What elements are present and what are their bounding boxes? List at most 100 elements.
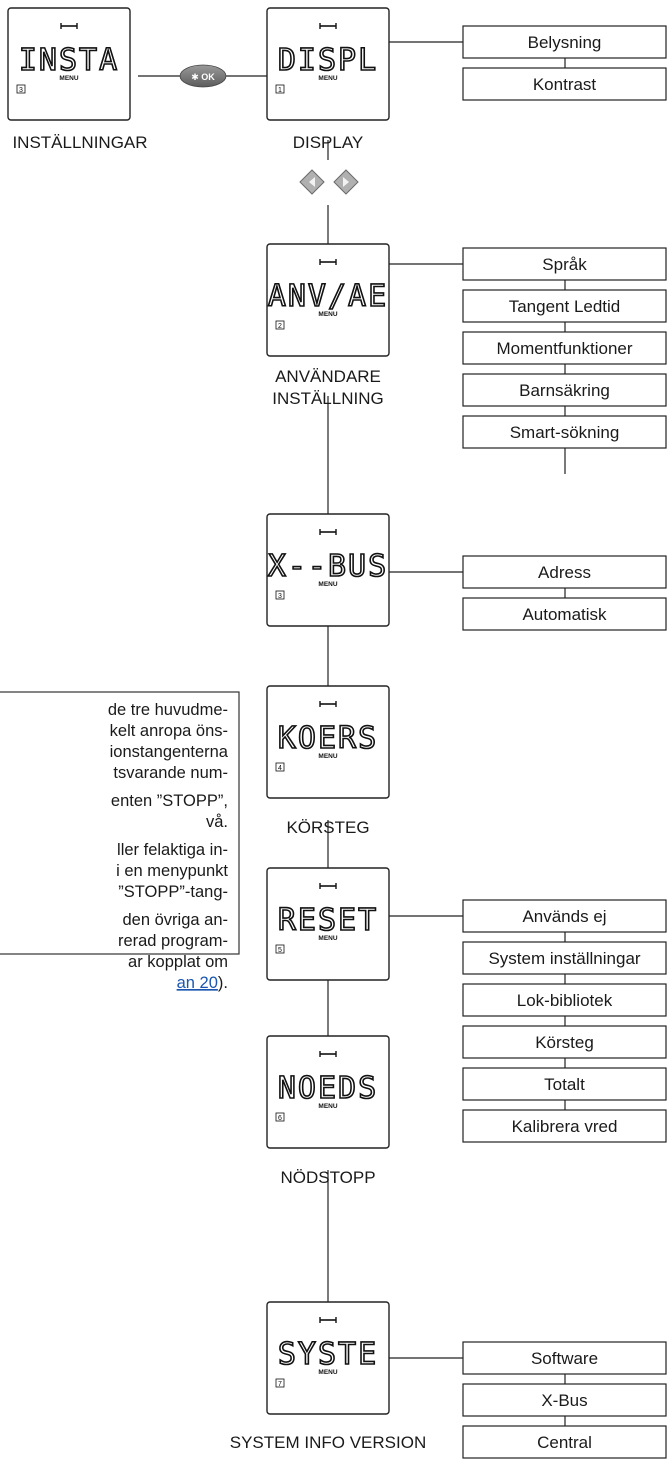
submenu-item-reset[interactable]: Kalibrera vred — [462, 1109, 667, 1143]
submenu-item-reset[interactable]: Totalt — [462, 1067, 667, 1101]
screen-number: 4 — [275, 762, 285, 772]
note-link-line: an 20). — [177, 974, 228, 992]
note-line: ller felaktiga in- — [117, 841, 228, 859]
wrench-icon — [60, 23, 78, 29]
screen-number-text: 1 — [278, 87, 282, 94]
note-line: de tre huvudme- — [108, 701, 228, 719]
lcd-text: KOERS — [278, 721, 378, 756]
menu-label: MENU — [318, 311, 337, 318]
submenu-item-label: Körsteg — [535, 1033, 594, 1052]
note-text: de tre huvudme-kelt anropa öns-ionstange… — [108, 701, 229, 992]
screen-number-text: 3 — [19, 87, 23, 94]
wrench-icon — [319, 529, 337, 535]
submenu-item-xbus[interactable]: Adress — [462, 555, 667, 589]
submenu-item-label: Kalibrera vred — [512, 1117, 618, 1136]
note-line: den övriga an- — [123, 911, 229, 929]
screen-number-text: 6 — [278, 1115, 282, 1122]
screen-label: ANVÄNDARE — [275, 367, 381, 386]
screen-number: 7 — [275, 1378, 285, 1388]
submenu-item-label: Belysning — [528, 33, 602, 52]
wrench-icon — [319, 1317, 337, 1323]
note-line: ar kopplat om — [128, 953, 228, 971]
submenu-item-syste[interactable]: Central — [462, 1425, 667, 1459]
note-line: rerad program- — [118, 932, 228, 950]
submenu-item-label: Adress — [538, 563, 591, 582]
lcd-text: INSTA — [19, 43, 119, 78]
menu-label: MENU — [59, 75, 78, 82]
screen-number-text: 4 — [278, 765, 282, 772]
note-link[interactable]: an 20 — [177, 974, 218, 992]
screens-layer: INSTAMENU3INSTÄLLNINGARDISPLMENU1DISPLAY… — [7, 7, 426, 1452]
submenu-item-syste[interactable]: X-Bus — [462, 1383, 667, 1417]
submenu-item-label: Software — [531, 1349, 598, 1368]
submenu-item-anvae[interactable]: Barnsäkring — [462, 373, 667, 407]
ok-button[interactable]: ✱ OK — [179, 64, 227, 88]
note-line: ”STOPP”-tang- — [118, 883, 228, 901]
submenu-item-label: Lok-bibliotek — [517, 991, 613, 1010]
submenu-item-xbus[interactable]: Automatisk — [462, 597, 667, 631]
lcd-text: RESET — [278, 903, 378, 938]
submenu-item-reset[interactable]: Körsteg — [462, 1025, 667, 1059]
note-line: vå. — [206, 813, 228, 831]
screen-number: 3 — [275, 590, 285, 600]
ok-button-label: ✱ OK — [191, 72, 215, 82]
screen-label: KÖRSTEG — [286, 818, 369, 837]
screen-number: 2 — [275, 320, 285, 330]
menu-label: MENU — [318, 75, 337, 82]
lcd-text: ANV/AE — [268, 279, 388, 314]
submenu-item-reset[interactable]: Används ej — [462, 899, 667, 933]
screen-number: 6 — [275, 1112, 285, 1122]
screen-number-text: 7 — [278, 1381, 282, 1388]
arrow-left-icon[interactable] — [299, 169, 325, 195]
note-line: kelt anropa öns- — [110, 722, 228, 740]
arrow-right-icon[interactable] — [333, 169, 359, 195]
screen-number-text: 3 — [278, 593, 282, 600]
wrench-icon — [319, 259, 337, 265]
screen-number: 5 — [275, 944, 285, 954]
submenu-item-label: Språk — [542, 255, 587, 274]
wrench-icon — [319, 701, 337, 707]
screen-label: INSTÄLLNING — [272, 389, 383, 408]
wrench-icon — [319, 23, 337, 29]
menu-label: MENU — [318, 935, 337, 942]
lcd-text: DISPL — [278, 43, 378, 78]
menu-label: MENU — [318, 1369, 337, 1376]
submenu-item-reset[interactable]: Lok-bibliotek — [462, 983, 667, 1017]
submenu-item-label: X-Bus — [541, 1391, 587, 1410]
screen-label: NÖDSTOPP — [280, 1168, 375, 1187]
submenu-item-label: Tangent Ledtid — [509, 297, 621, 316]
submenu-item-label: Smart-sökning — [510, 423, 620, 442]
note-line: tsvarande num- — [113, 764, 228, 782]
submenu-item-displ[interactable]: Kontrast — [462, 67, 667, 101]
note-line: ionstangenterna — [110, 743, 229, 761]
submenu-item-syste[interactable]: Software — [462, 1341, 667, 1375]
note-line: i en menypunkt — [116, 862, 228, 880]
menu-label: MENU — [318, 753, 337, 760]
lcd-text: NOEDS — [278, 1071, 378, 1106]
submenu-item-anvae[interactable]: Tangent Ledtid — [462, 289, 667, 323]
submenu-item-label: Kontrast — [533, 75, 597, 94]
menu-label: MENU — [318, 581, 337, 588]
note-link-suffix: ). — [218, 974, 228, 992]
submenu-item-reset[interactable]: System inställningar — [462, 941, 667, 975]
wrench-icon — [319, 883, 337, 889]
submenu-item-displ[interactable]: Belysning — [462, 25, 667, 59]
submenu-item-anvae[interactable]: Smart-sökning — [462, 415, 667, 449]
lcd-text: SYSTE — [278, 1337, 378, 1372]
wrench-icon — [319, 1051, 337, 1057]
submenu-item-anvae[interactable]: Momentfunktioner — [462, 331, 667, 365]
lcd-text: X--BUS — [268, 549, 388, 584]
navigation-arrow-keys — [299, 169, 359, 195]
screen-number-text: 2 — [278, 323, 282, 330]
submenu-item-anvae[interactable]: Språk — [462, 247, 667, 281]
screen-label: DISPLAY — [293, 133, 364, 152]
